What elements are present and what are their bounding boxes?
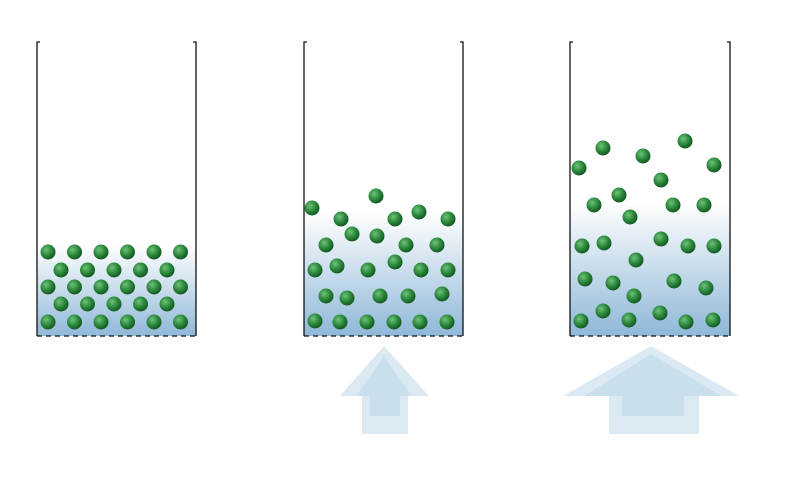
particle [372, 288, 388, 304]
particle [307, 313, 323, 329]
particle [635, 148, 651, 164]
particle [173, 244, 188, 260]
particle [577, 271, 593, 287]
particle [440, 262, 456, 278]
particle [67, 279, 82, 295]
particle [67, 314, 82, 330]
particle [571, 160, 587, 176]
particle [120, 244, 135, 260]
particle [80, 262, 95, 278]
particle [106, 296, 122, 312]
particle [596, 235, 612, 251]
particle [573, 313, 589, 329]
particle [159, 262, 175, 278]
particle [652, 305, 668, 321]
particle [622, 209, 638, 225]
particle [705, 312, 721, 328]
fluid-region [570, 130, 730, 336]
particle [146, 314, 162, 330]
particle [434, 286, 450, 302]
container-right-wall [727, 41, 731, 336]
particle [626, 288, 642, 304]
particle [386, 314, 402, 330]
particle [40, 279, 56, 295]
container-dispersed [569, 41, 731, 337]
particle [332, 314, 348, 330]
container-left-wall [569, 41, 573, 336]
particle [318, 288, 334, 304]
particle [120, 279, 135, 295]
particle [429, 237, 445, 253]
flow-arrows [340, 346, 739, 434]
particle [387, 254, 403, 270]
particle [307, 262, 323, 278]
particle [146, 244, 162, 260]
particle [67, 244, 82, 260]
particle [360, 262, 376, 278]
particle [318, 237, 334, 253]
particle [93, 314, 109, 330]
particle [93, 244, 109, 260]
particle [359, 314, 375, 330]
particle [387, 211, 403, 227]
particle [413, 262, 429, 278]
particle [595, 140, 611, 156]
particle [621, 312, 637, 328]
particle [398, 237, 414, 253]
particle [706, 157, 722, 173]
particle [439, 314, 455, 330]
particle [628, 252, 644, 268]
particle [304, 200, 320, 216]
particle [40, 314, 56, 330]
particle [706, 238, 722, 254]
particle [586, 197, 602, 213]
particle [678, 314, 694, 330]
particle [329, 258, 345, 274]
container-left-wall [36, 41, 40, 336]
particle [411, 204, 427, 220]
particle [400, 288, 416, 304]
particle [133, 262, 148, 278]
particle [696, 197, 712, 213]
particle [574, 238, 590, 254]
particle [595, 303, 611, 319]
particle [653, 172, 669, 188]
container-right-wall [193, 41, 197, 336]
particle [611, 187, 627, 203]
particle [53, 296, 69, 312]
particle [368, 188, 384, 204]
up-arrow-small-core [356, 356, 412, 416]
particle [106, 262, 122, 278]
particle [53, 262, 69, 278]
particle [40, 244, 56, 260]
particle [93, 279, 109, 295]
container-packed [36, 41, 197, 337]
particle [677, 133, 693, 149]
particle [665, 197, 681, 213]
particle [146, 279, 162, 295]
particle [133, 296, 148, 312]
container-loosened [303, 41, 464, 337]
particle [333, 211, 349, 227]
particle [440, 211, 456, 227]
up-arrow-large-core [584, 354, 722, 416]
particle [344, 226, 360, 242]
particle [680, 238, 696, 254]
particle [339, 290, 355, 306]
particle [605, 275, 621, 291]
particle [698, 280, 714, 296]
particle [412, 314, 428, 330]
container-left-wall [303, 41, 307, 336]
particle [653, 231, 669, 247]
particle [666, 273, 682, 289]
particle [80, 296, 95, 312]
particle [369, 228, 385, 244]
particle [120, 314, 135, 330]
particle [173, 279, 188, 295]
particle [159, 296, 175, 312]
container-right-wall [460, 41, 464, 336]
particle [173, 314, 188, 330]
